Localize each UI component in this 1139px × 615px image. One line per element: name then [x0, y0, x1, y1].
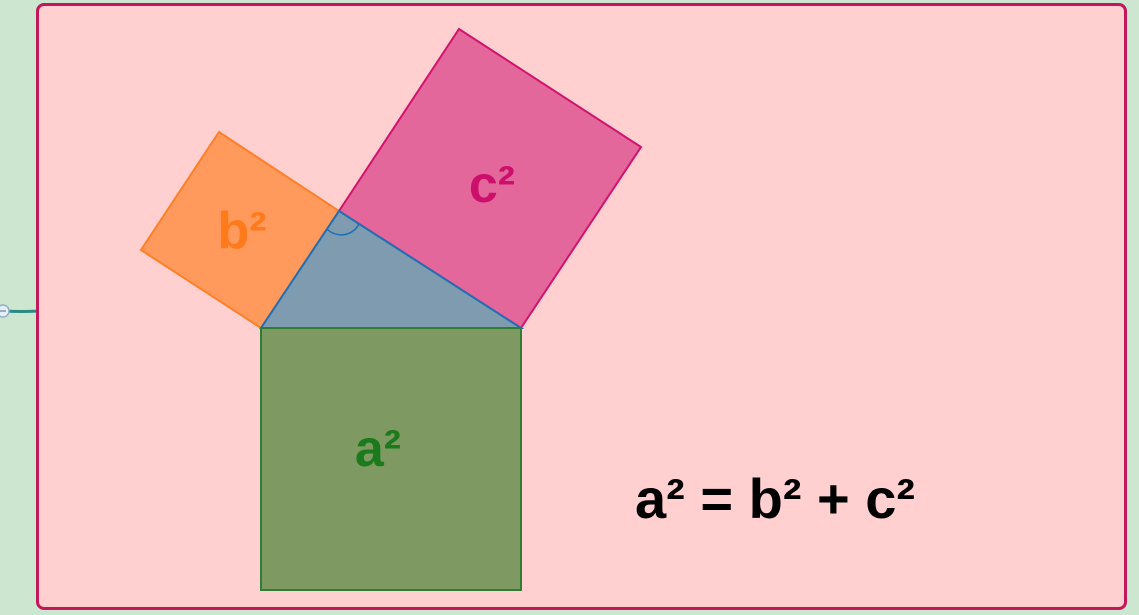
diagram-card[interactable] — [36, 3, 1127, 610]
pythagorean-formula: a² = b² + c² — [635, 467, 915, 530]
label-b-squared: b² — [217, 202, 266, 260]
right-angle-marker — [326, 223, 360, 236]
label-c-squared: c² — [469, 156, 515, 214]
square-a — [260, 327, 522, 591]
label-a-squared: a² — [355, 420, 401, 478]
